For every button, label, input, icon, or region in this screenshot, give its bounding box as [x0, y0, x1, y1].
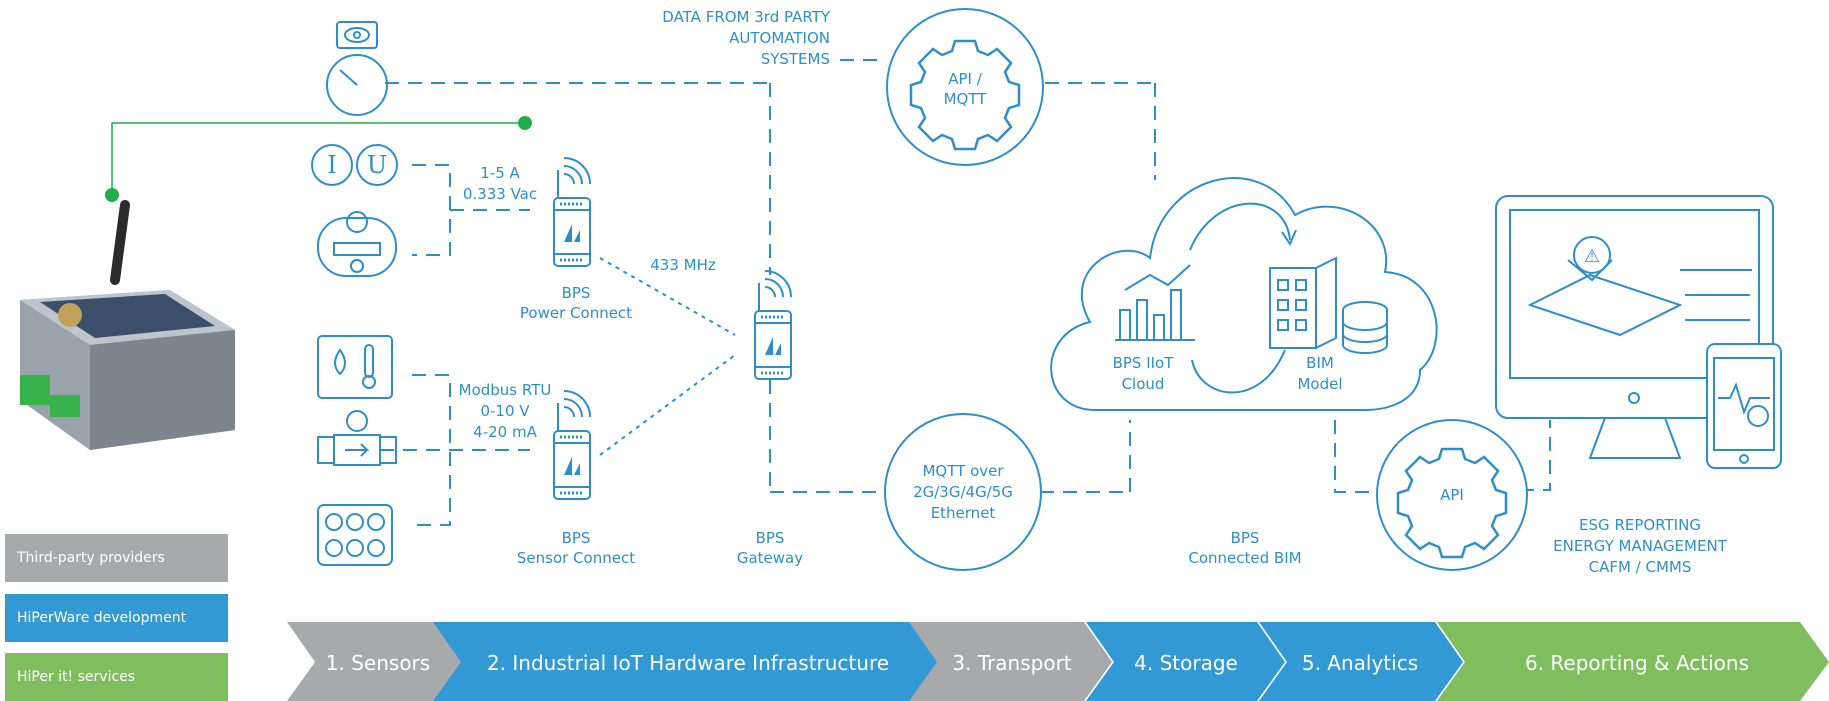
third-party-label-3: SYSTEMS [761, 50, 830, 68]
database-icon [1342, 301, 1388, 354]
api-mqtt-label-2: MQTT [944, 90, 988, 108]
humidity-temperature-icon [317, 335, 393, 399]
reporting-label-2: ENERGY MANAGEMENT [1553, 537, 1728, 555]
step-1-label: 1. Sensors [326, 651, 430, 675]
step-1-arrow [287, 622, 468, 701]
legend-third-party: Third-party providers [5, 534, 228, 582]
mqtt-over-label-2: 2G/3G/4G/5G [913, 483, 1013, 501]
sensor-signal-2: 0-10 V [480, 402, 530, 420]
legend-third-party-label: Third-party providers [17, 550, 165, 566]
cycle-arrows [1189, 202, 1297, 394]
power-meter-icon [317, 211, 397, 277]
dashed-connections [380, 59, 1551, 526]
legend-hiper-it: HiPer it! services [5, 653, 228, 701]
power-connect-title: BPS [562, 284, 591, 302]
phone-icon [1706, 343, 1782, 469]
reporting-label-3: CAFM / CMMS [1589, 558, 1692, 576]
valve-panel-icon [317, 504, 393, 566]
building-icon [1269, 256, 1337, 349]
voltage-icon [356, 144, 398, 186]
step-5-label: 5. Analytics [1302, 651, 1418, 675]
step-3-label: 3. Transport [952, 651, 1071, 675]
power-signal-1: 1-5 A [480, 164, 520, 182]
cloud-icon [1050, 177, 1438, 411]
warning-icon: ⚠ [1584, 246, 1600, 267]
sensor-connect-subtitle: Sensor Connect [517, 549, 635, 567]
api-mqtt-label-1: API / [948, 70, 982, 88]
legend-hiper-it-label: HiPer it! services [17, 669, 136, 685]
legend-hiperware: HiPerWare development [5, 594, 228, 642]
monitor-icon [1495, 195, 1774, 459]
step-6-arrow [1437, 622, 1829, 701]
step-3-arrow [909, 622, 1112, 701]
api-label: API [1440, 486, 1464, 504]
controller-hardware-icon [20, 200, 235, 450]
cloud-label-1: BPS IIoT [1113, 354, 1175, 372]
radio-links [599, 257, 736, 456]
step-4-arrow [1086, 622, 1285, 701]
legend-hiperware-label: HiPerWare development [17, 610, 187, 626]
sensor-signal-1: Modbus RTU [459, 381, 552, 399]
sensor-connect-title: BPS [562, 529, 591, 547]
step-5-arrow [1259, 622, 1463, 701]
third-party-label-1: DATA FROM 3rd PARTY [662, 8, 831, 26]
api-mqtt-circle [886, 8, 1044, 166]
gateway-subtitle: Gateway [737, 549, 803, 567]
api-circle [1376, 419, 1528, 571]
voltage-symbol: U [367, 151, 387, 179]
mqtt-over-label-3: Ethernet [931, 504, 996, 522]
power-connect-device-icon [552, 156, 592, 268]
eye-meter-icon [326, 21, 388, 116]
third-party-label-2: AUTOMATION [729, 29, 830, 47]
step-4-label: 4. Storage [1134, 651, 1238, 675]
connected-bim-subtitle: Connected BIM [1188, 549, 1301, 567]
mqtt-transport-circle [884, 413, 1042, 571]
step-2-label: 2. Industrial IoT Hardware Infrastructur… [487, 651, 889, 675]
frequency-label: 433 MHz [650, 256, 716, 274]
step-6-label: 6. Reporting & Actions [1525, 651, 1749, 675]
cloud-label-2: Cloud [1122, 375, 1165, 393]
gateway-icon [753, 269, 793, 381]
analytics-chart-icon [1115, 264, 1195, 341]
flow-meter-icon [317, 410, 397, 466]
bim-label-2: Model [1297, 375, 1342, 393]
sensor-connect-device-icon [552, 389, 592, 501]
gateway-title: BPS [756, 529, 785, 547]
power-signal-2: 0.333 Vac [463, 185, 537, 203]
current-icon [311, 144, 353, 186]
mqtt-over-label-1: MQTT over [922, 462, 1004, 480]
green-connector [105, 116, 532, 202]
process-steps: 1. Sensors 2. Industrial IoT Hardware In… [287, 622, 1829, 701]
sensor-signal-3: 4-20 mA [473, 423, 537, 441]
step-2-arrow [433, 622, 944, 701]
current-symbol: I [327, 151, 336, 179]
power-connect-subtitle: Power Connect [520, 304, 632, 322]
bim-label-1: BIM [1306, 354, 1334, 372]
reporting-label-1: ESG REPORTING [1579, 516, 1701, 534]
connected-bim-title: BPS [1231, 529, 1260, 547]
